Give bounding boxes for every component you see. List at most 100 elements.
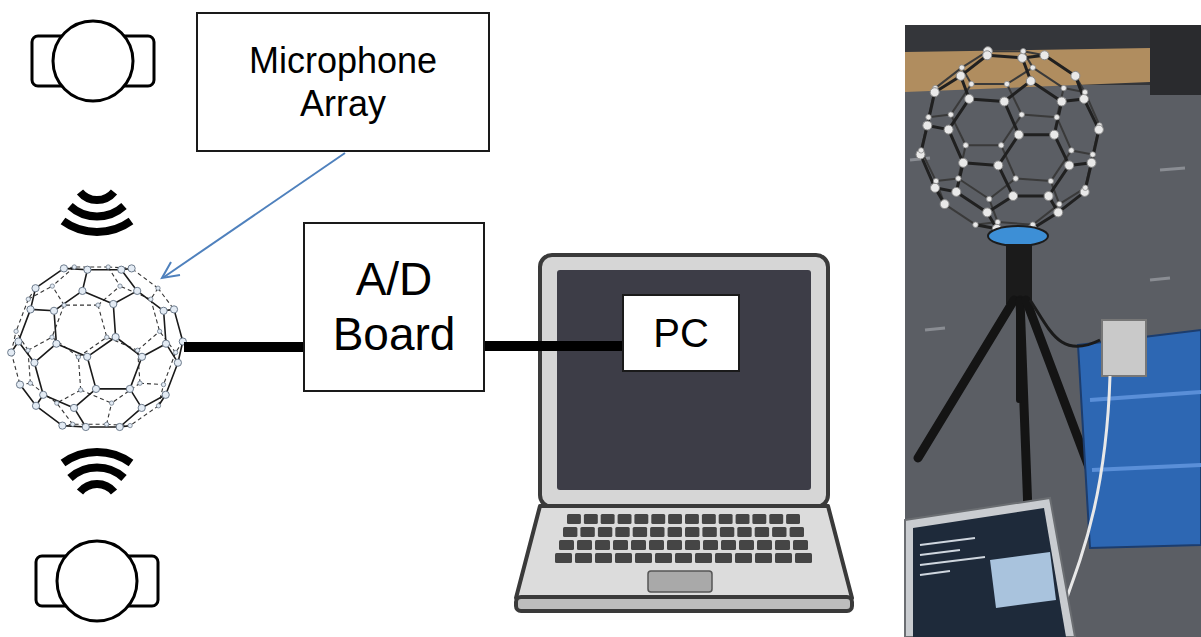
microphone-dot-hidden: [55, 401, 59, 405]
microphone-dot-hidden: [1054, 115, 1059, 120]
box-label: PC: [653, 309, 709, 357]
microphone-dot-hidden: [1030, 65, 1035, 70]
ball-edge: [949, 130, 964, 163]
microphone-dot: [1026, 77, 1035, 86]
ball-edge: [130, 357, 142, 389]
key: [735, 553, 752, 563]
key: [668, 514, 682, 524]
ball-edge: [116, 337, 142, 357]
microphone-dot: [931, 183, 940, 192]
microphone-dot: [994, 161, 1003, 170]
microphone-dot: [1080, 94, 1089, 103]
key: [631, 540, 646, 550]
key: [702, 514, 716, 524]
key: [584, 514, 598, 524]
ball-microphones: [916, 47, 1103, 234]
ball-edge-hidden: [1016, 179, 1051, 182]
ball-edge: [18, 309, 30, 341]
microphone-dot: [162, 391, 169, 398]
microphone-dot-hidden: [105, 335, 109, 339]
ball-edge: [36, 268, 64, 288]
ball-front-edges: [11, 268, 183, 427]
microphone-dot: [1054, 208, 1063, 217]
microphone-dot-hidden: [50, 335, 54, 339]
key: [601, 514, 615, 524]
microphone-dot-hidden: [156, 404, 160, 408]
ball-edge: [96, 388, 130, 390]
key: [739, 540, 754, 550]
microphone-dot: [1087, 158, 1096, 167]
photo: [905, 25, 1201, 637]
key: [737, 527, 751, 537]
microphone-dot: [8, 349, 15, 356]
microphone-dot: [944, 125, 953, 134]
ball-edge-hidden: [945, 204, 976, 225]
key: [720, 527, 734, 537]
key: [772, 527, 786, 537]
ball-edge-hidden: [16, 299, 28, 331]
microphone-dot: [983, 51, 992, 60]
key: [650, 527, 664, 537]
laptop-base: [516, 506, 852, 598]
microphone-dot: [70, 404, 77, 411]
ball-edge: [54, 311, 56, 344]
ball-edge-hidden: [140, 383, 164, 384]
microphone-dot-hidden: [161, 382, 165, 386]
microphone-dot: [32, 402, 39, 409]
tripod-column: [1016, 300, 1022, 400]
ball-edge: [43, 395, 74, 408]
ball-edge: [34, 363, 43, 395]
photo-ad-box: [1102, 320, 1146, 376]
microphone-dot-hidden: [1082, 90, 1087, 95]
microphone-dot-hidden: [999, 143, 1004, 148]
ball-edge: [137, 291, 163, 311]
key: [649, 540, 664, 550]
microphone-dot-hidden: [26, 297, 30, 301]
ball-edge: [87, 269, 121, 271]
touchpad: [648, 571, 712, 592]
microphone-dot-hidden: [1090, 152, 1095, 157]
microphone-dot-hidden: [138, 381, 142, 385]
wave: [70, 468, 124, 478]
ball-edge: [1049, 165, 1070, 196]
key: [635, 553, 652, 563]
key: [615, 553, 632, 563]
key: [757, 540, 772, 550]
microphone-dot: [84, 353, 91, 360]
microphone-dot: [59, 422, 66, 429]
wave: [80, 484, 114, 492]
ball-edge: [86, 426, 120, 428]
cable-connector: [485, 341, 622, 351]
microphone-dot: [40, 391, 47, 398]
key: [755, 553, 772, 563]
ball-edge-hidden: [98, 305, 107, 337]
sound-waves-top: [63, 192, 131, 232]
box-label: Microphone Array: [216, 39, 470, 125]
ball-edge: [120, 408, 142, 427]
microphone-dot-hidden: [963, 143, 968, 148]
key: [790, 527, 804, 537]
ball-edge: [921, 155, 936, 188]
microphone-dot: [118, 266, 125, 273]
ball-edge: [998, 165, 1013, 196]
ball-edge: [87, 357, 96, 389]
microphone-dot: [53, 340, 60, 347]
photo-cable: [1030, 300, 1100, 346]
key: [577, 540, 592, 550]
ball-edge-hidden: [160, 331, 176, 352]
key: [685, 514, 699, 524]
microphone-dot-hidden: [918, 148, 923, 153]
ball-back-edges: [11, 267, 183, 426]
cable: [184, 342, 304, 352]
microphone-dot-hidden: [969, 81, 974, 86]
ball-edge-hidden: [966, 144, 1002, 146]
ball-edge-hidden: [988, 50, 1023, 52]
microphone-dot: [1040, 51, 1049, 60]
sound-waves-bottom: [63, 452, 131, 492]
ball-edge: [54, 291, 82, 311]
tripod-leg: [1020, 300, 1028, 512]
microphone-dot: [27, 306, 34, 313]
ball-edge: [1004, 102, 1019, 135]
ball-edge: [174, 309, 183, 341]
microphone-dot: [112, 333, 119, 340]
